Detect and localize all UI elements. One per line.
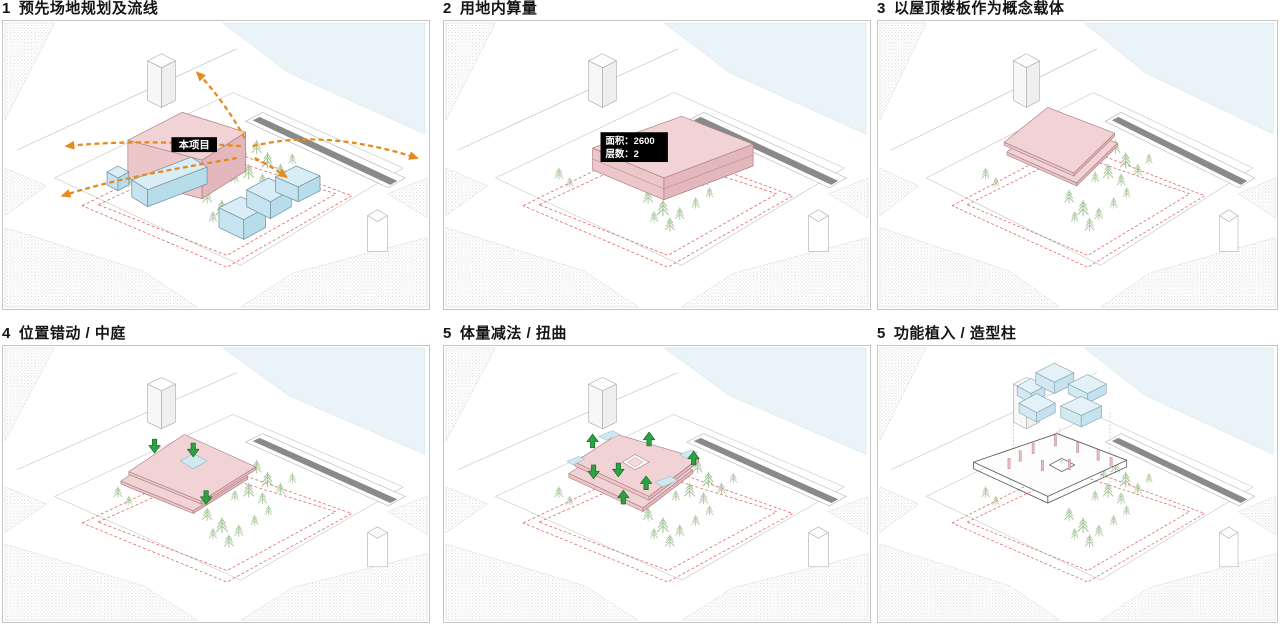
- project-label: 本项目: [171, 137, 217, 153]
- panel-2: 2 用地内算量 面积：2600 层数：2: [443, 0, 871, 310]
- panel-title: 1 预先场地规划及流线: [2, 0, 430, 17]
- atrium: [179, 453, 208, 470]
- panel-title: 3 以屋顶楼板作为概念载体: [877, 0, 1278, 17]
- diagram-site-quantity: 面积：2600 层数：2: [443, 20, 871, 310]
- project-label-text: 本项目: [179, 139, 210, 152]
- panel-title: 2 用地内算量: [443, 0, 871, 17]
- building-masses: [106, 112, 321, 240]
- panel-number: 3: [877, 0, 886, 17]
- panel-title: 5 体量减法 / 扭曲: [443, 325, 871, 342]
- panel-title-text: 位置错动 / 中庭: [18, 325, 126, 342]
- circulation-arrows: [60, 71, 419, 198]
- diagram-program-columns: [877, 345, 1278, 623]
- panel-number: 5: [877, 325, 886, 342]
- floor-plate-outline: [973, 433, 1128, 504]
- program-blocks: [1016, 362, 1107, 428]
- diagram-site-flows: 本项目: [2, 20, 430, 310]
- panel-title-text: 预先场地规划及流线: [18, 0, 159, 17]
- roof-slabs: [1003, 107, 1118, 187]
- shaped-columns: [1007, 435, 1113, 471]
- panel-title: 5 功能植入 / 造型柱: [877, 325, 1278, 342]
- floors-label: 层数：2: [605, 148, 638, 159]
- storey-line: [592, 154, 754, 190]
- panel-title-text: 以屋顶楼板作为概念载体: [893, 0, 1065, 17]
- panel-3: 3 以屋顶楼板作为概念载体: [877, 0, 1278, 310]
- panel-title: 4 位置错动 / 中庭: [2, 325, 430, 342]
- glass-notches: [566, 430, 699, 488]
- panel-6: 5 功能植入 / 造型柱: [877, 325, 1278, 623]
- panel-title-text: 功能植入 / 造型柱: [893, 325, 1017, 342]
- panel-4: 4 位置错动 / 中庭: [2, 325, 430, 623]
- shifted-slabs: [120, 434, 256, 514]
- panel-1: 1 预先场地规划及流线 本项目: [2, 0, 430, 310]
- area-label: 面积：2600: [605, 135, 654, 146]
- panel-5: 5 体量减法 / 扭曲: [443, 325, 871, 623]
- diagram-shift-atrium: [2, 345, 430, 623]
- info-box: 面积：2600 层数：2: [600, 132, 668, 163]
- panel-number: 5: [443, 325, 452, 342]
- panel-number: 1: [2, 0, 11, 17]
- panel-title-text: 体量减法 / 扭曲: [459, 325, 567, 342]
- panel-number: 2: [443, 0, 452, 17]
- courtyard-hole: [1048, 457, 1076, 473]
- diagram-roof-slabs: [877, 20, 1278, 310]
- courtyard-hole: [621, 454, 650, 471]
- diagram-subtract-twist: [443, 345, 871, 623]
- panel-number: 4: [2, 325, 11, 342]
- panel-title-text: 用地内算量: [459, 0, 538, 17]
